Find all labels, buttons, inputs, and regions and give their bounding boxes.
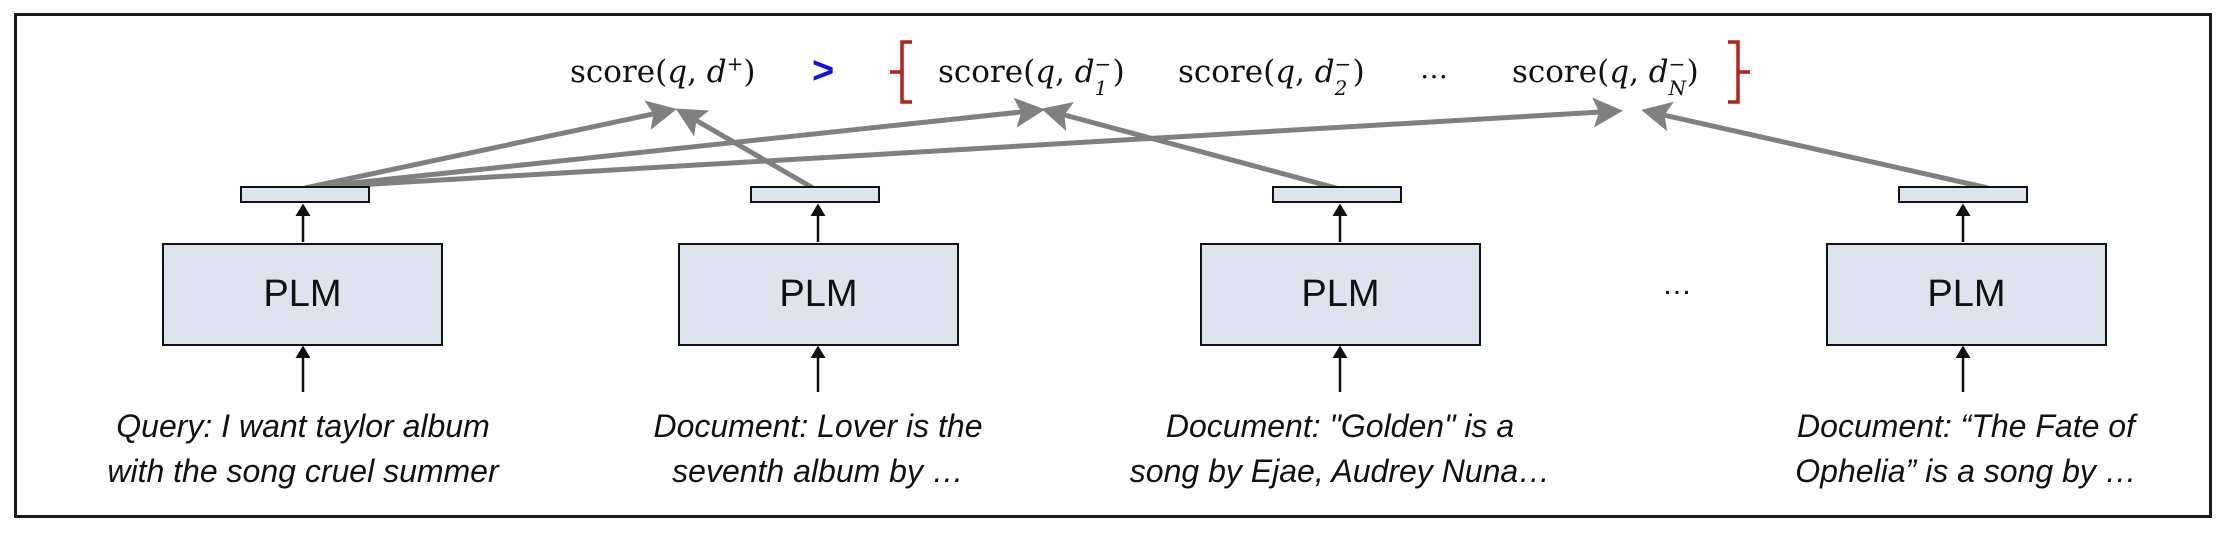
query-caption: Query: I want taylor album with the song… — [43, 404, 563, 494]
separator: , — [687, 54, 707, 90]
score-func: score( — [1178, 54, 1276, 90]
doc-symbol: d — [1074, 54, 1095, 90]
doc-symbol: d — [706, 54, 727, 90]
score-negative-n: score(q, d−N) — [1512, 52, 1699, 100]
diagram-frame — [14, 13, 2212, 518]
query-embedding — [240, 186, 370, 203]
negative-marker: − — [1334, 52, 1352, 76]
negative-doc-n-embedding — [1898, 186, 2028, 203]
index-subscript: 1 — [1094, 76, 1108, 100]
negative-doc-n-caption: Document: “The Fate of Ophelia” is a son… — [1706, 404, 2226, 494]
score-func: score( — [938, 54, 1036, 90]
doc-symbol: d — [1648, 54, 1669, 90]
close-paren: ) — [1112, 54, 1125, 90]
caption-line: song by Ejae, Audrey Nuna… — [1129, 453, 1551, 489]
negative-marker: − — [1668, 52, 1686, 76]
negative-doc-1-embedding — [1272, 186, 1402, 203]
encoder-label: PLM — [1301, 273, 1380, 315]
query-symbol: q — [667, 54, 688, 90]
negative-doc-1-caption: Document: "Golden" is a song by Ejae, Au… — [1080, 404, 1600, 494]
caption-line: Document: “The Fate of — [1797, 408, 2135, 444]
query-symbol: q — [1275, 54, 1296, 90]
query-symbol: q — [1609, 54, 1630, 90]
top-ellipsis: … — [1420, 52, 1448, 85]
link-query-to-negative-1 — [304, 97, 1045, 191]
negative-index: −1 — [1095, 52, 1113, 100]
negative-doc-1-encoder: PLM — [1200, 243, 1481, 346]
negative-marker: − — [1094, 52, 1112, 76]
encoder-label: PLM — [1927, 273, 2006, 315]
negative-index: −N — [1669, 52, 1687, 100]
caption-line: Ophelia” is a song by … — [1795, 453, 2137, 489]
encoder-label: PLM — [263, 273, 342, 315]
close-paren: ) — [1352, 54, 1365, 90]
score-positive: score(q, d+) — [570, 52, 756, 92]
caption-line: Document: Lover is the — [653, 408, 983, 444]
positive-doc-caption: Document: Lover is the seventh album by … — [558, 404, 1078, 494]
separator: , — [1055, 54, 1075, 90]
positive-doc-encoder: PLM — [678, 243, 959, 346]
link-doc-negative-1-to-negative-1 — [1041, 102, 1337, 191]
link-doc-negative-n-to-negative-n — [1641, 101, 1989, 191]
negative-index: −2 — [1335, 52, 1353, 100]
caption-line: Query: I want taylor album — [116, 408, 490, 444]
index-subscript: 2 — [1334, 76, 1348, 100]
positive-doc-embedding — [750, 186, 880, 203]
score-negative-1: score(q, d−1) — [938, 52, 1125, 100]
separator: , — [1629, 54, 1649, 90]
right-brace-icon — [1728, 40, 1750, 104]
caption-line: Document: "Golden" is a — [1165, 408, 1515, 444]
query-symbol: q — [1035, 54, 1056, 90]
score-func: score( — [570, 54, 668, 90]
separator: , — [1295, 54, 1315, 90]
encoder-label: PLM — [779, 273, 858, 315]
left-brace-icon — [890, 40, 912, 104]
index-subscript: N — [1668, 76, 1687, 100]
score-negative-2: score(q, d−2) — [1178, 52, 1365, 100]
negative-doc-n-encoder: PLM — [1826, 243, 2107, 346]
doc-symbol: d — [1314, 54, 1335, 90]
caption-line: seventh album by … — [672, 453, 964, 489]
positive-marker: + — [726, 51, 744, 76]
caption-line: with the song cruel summer — [107, 453, 499, 489]
link-query-to-positive — [304, 100, 677, 191]
link-doc-positive-to-positive — [675, 108, 815, 191]
close-paren: ) — [1686, 54, 1699, 90]
greater-than-comparator: > — [812, 50, 835, 92]
link-query-to-negative-n — [304, 97, 1623, 191]
close-paren: ) — [743, 54, 756, 90]
query-encoder: PLM — [162, 243, 443, 346]
middle-ellipsis: … — [1662, 268, 1692, 301]
score-func: score( — [1512, 54, 1610, 90]
